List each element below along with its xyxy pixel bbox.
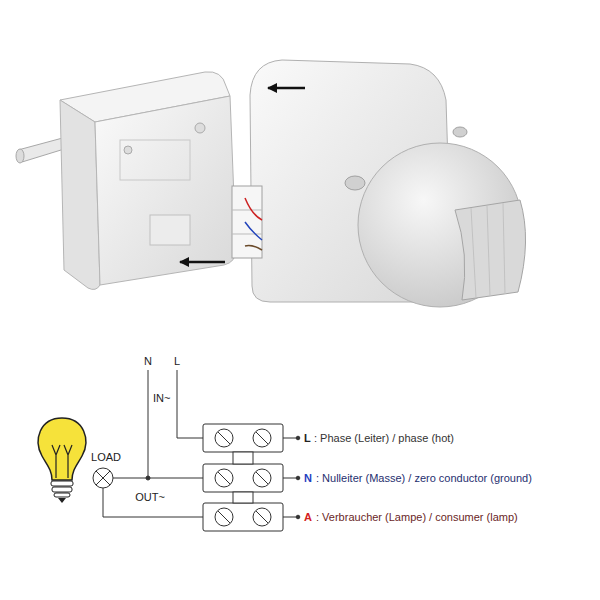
bulb-base: [52, 487, 72, 492]
bulb-glass: [38, 418, 86, 480]
lead-dot: [296, 515, 300, 519]
circuit-label: OUT~: [135, 491, 165, 504]
terminal-block: [203, 424, 283, 531]
back-plate-face: [95, 96, 236, 285]
cable-entry: [150, 215, 190, 245]
terminal-bridge: [233, 492, 253, 503]
terminal-letter: N: [304, 472, 312, 485]
terminal-bridge: [233, 452, 253, 464]
terminal-row: [203, 464, 283, 492]
bulb-tip: [58, 498, 66, 503]
screw-hole: [195, 123, 205, 133]
out-wire: [113, 478, 203, 479]
bulb-base: [51, 481, 73, 486]
mount-hole: [345, 176, 365, 190]
terminal-row: [203, 503, 283, 531]
connector-divider: [232, 210, 262, 211]
lead-dot: [296, 436, 300, 440]
terminal-lead: [283, 438, 298, 517]
terminal-letter: L: [304, 432, 311, 445]
lamp-symbol: [93, 468, 113, 488]
terminal-letter: A: [304, 511, 312, 524]
load-wire: [103, 488, 203, 517]
wire-connector: [232, 186, 262, 258]
assembly-arrow: [180, 261, 225, 264]
wire-red: [245, 198, 262, 220]
circuit-label: L: [174, 355, 180, 368]
wall-plug-end: [16, 149, 24, 163]
plate-recess: [120, 140, 190, 180]
circuit-label: N: [144, 355, 152, 368]
screw-slot: [218, 432, 268, 523]
terminal-row: [203, 424, 283, 452]
screw-hole: [124, 146, 132, 154]
terminal-description: : Nulleiter (Masse) / zero conductor (gr…: [316, 472, 532, 485]
junction-dot: [146, 476, 150, 480]
terminal-description: : Phase (Leiter) / phase (hot): [314, 432, 454, 445]
circuit: [93, 370, 300, 519]
circuit-label: LOAD: [91, 451, 121, 464]
terminal-screws: [215, 429, 271, 526]
wire-blue: [245, 222, 262, 240]
lead-dot: [296, 476, 300, 480]
lens-segment: [487, 206, 490, 296]
lamp-cross: [96, 471, 110, 485]
assembly-arrow: [268, 87, 305, 90]
fresnel-lens: [455, 200, 526, 300]
back-plate: [60, 72, 236, 290]
connector-divider: [232, 234, 262, 235]
lens-segment: [471, 208, 476, 298]
bulb-base: [54, 493, 70, 497]
wire-brown: [245, 246, 262, 251]
back-plate-side: [60, 100, 100, 289]
bulb-icon: [38, 418, 86, 503]
terminal-description: : Verbraucher (Lampe) / consumer (lamp): [316, 511, 518, 524]
bulb-filament: [52, 445, 72, 478]
mount-hole: [453, 127, 467, 137]
connector-block: [232, 186, 262, 258]
phase-wire: [177, 370, 203, 438]
circuit-label: IN~: [153, 392, 170, 405]
sensor-body: [250, 60, 526, 307]
neutral-wire: [148, 370, 149, 478]
lens-segment: [503, 203, 505, 294]
